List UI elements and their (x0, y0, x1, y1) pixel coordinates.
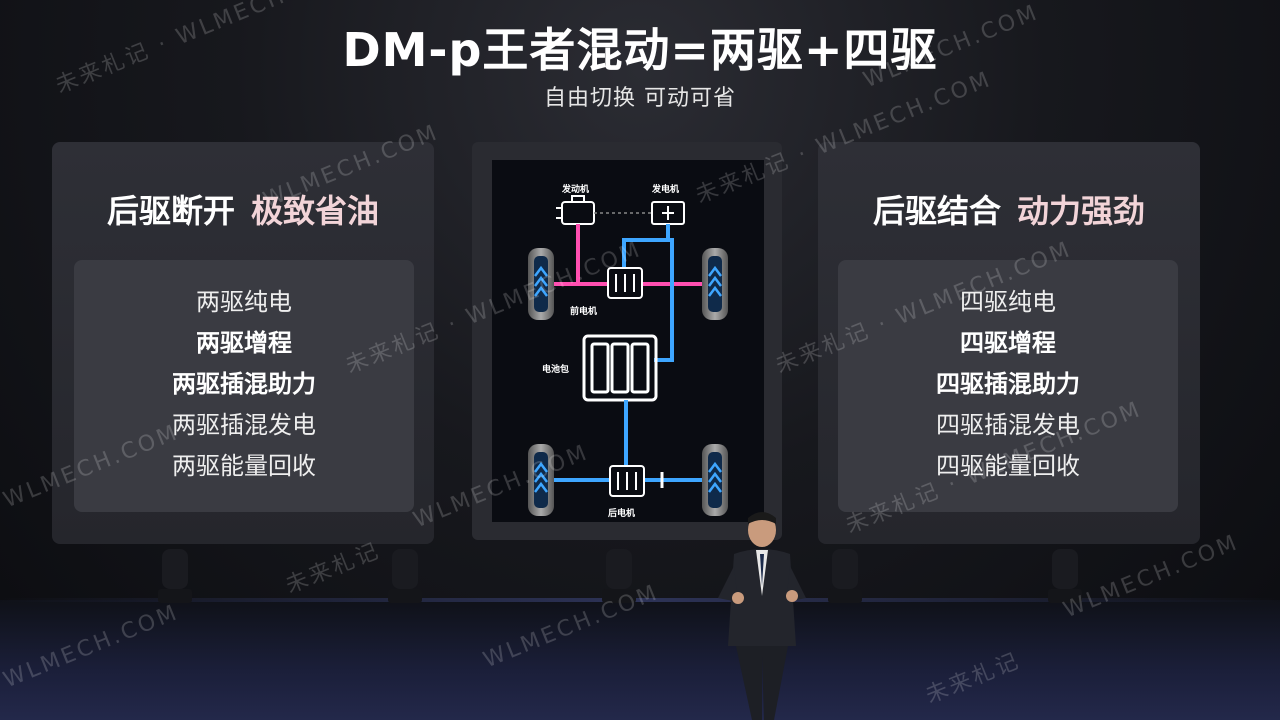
battery-pack-icon (582, 334, 658, 402)
stage-light-icon (602, 549, 636, 603)
battery-label: 电池包 (542, 363, 569, 375)
engine-label: 发动机 (561, 183, 589, 195)
presenter-figure (718, 512, 806, 720)
right-panel-heading: 后驱结合动力强劲 (818, 186, 1200, 232)
drivetrain-svg: 发动机 发电机 前电机 电池包 后电机 (528, 183, 728, 519)
mode-item: 四驱能量回收 (936, 452, 1080, 480)
slide-title: DM-p王者混动=两驱+四驱 (342, 23, 938, 77)
drivetrain-diagram: 发动机 发电机 前电机 电池包 后电机 (492, 160, 764, 522)
stage-floor-edge (0, 598, 1280, 602)
mode-item: 四驱增程 (960, 329, 1056, 357)
generator-icon (651, 201, 685, 225)
left-heading-part-b: 极致省油 (251, 192, 380, 230)
mode-item: 四驱插混发电 (936, 411, 1080, 439)
right-mode-box: 四驱纯电 四驱增程 四驱插混助力 四驱插混发电 四驱能量回收 (838, 260, 1178, 512)
generator-flow (622, 224, 670, 270)
left-panel-heading: 后驱断开极致省油 (52, 186, 434, 232)
battery-to-generator-flow (654, 224, 674, 362)
right-heading-part-b: 动力强劲 (1017, 192, 1146, 230)
rear-left-wheel (528, 444, 554, 516)
mode-item: 两驱增程 (196, 329, 292, 357)
mode-item: 四驱插混助力 (936, 370, 1080, 398)
mode-item: 两驱插混发电 (172, 411, 316, 439)
front-motor-icon (607, 267, 643, 299)
slide-subtitle: 自由切换 可动可省 (544, 86, 736, 111)
stage-light-icon (158, 549, 192, 603)
mode-item: 两驱插混助力 (172, 370, 316, 398)
center-panel: 发动机 发电机 前电机 电池包 后电机 (472, 142, 782, 540)
front-motor-label: 前电机 (570, 305, 597, 317)
engine-icon (556, 195, 595, 225)
generator-label: 发电机 (651, 183, 679, 195)
rear-right-wheel (702, 444, 728, 516)
mode-item: 两驱纯电 (196, 288, 292, 316)
mode-item: 两驱能量回收 (172, 452, 316, 480)
stage-light-icon (828, 549, 862, 603)
left-panel: 后驱断开极致省油 两驱纯电 两驱增程 两驱插混助力 两驱插混发电 两驱能量回收 (52, 142, 434, 544)
left-heading-part-a: 后驱断开 (106, 192, 235, 230)
right-heading-part-a: 后驱结合 (872, 192, 1001, 230)
left-mode-box: 两驱纯电 两驱增程 两驱插混助力 两驱插混发电 两驱能量回收 (74, 260, 414, 512)
front-left-wheel (528, 248, 554, 320)
stage-floor (0, 600, 1280, 720)
left-mode-list: 两驱纯电 两驱增程 两驱插混助力 两驱插混发电 两驱能量回收 (74, 260, 414, 487)
stage-light-icon (388, 549, 422, 603)
rear-motor-icon (609, 465, 645, 497)
right-panel: 后驱结合动力强劲 四驱纯电 四驱增程 四驱插混助力 四驱插混发电 四驱能量回收 (818, 142, 1200, 544)
right-mode-list: 四驱纯电 四驱增程 四驱插混助力 四驱插混发电 四驱能量回收 (838, 260, 1178, 487)
front-right-wheel (702, 248, 728, 320)
rear-motor-label: 后电机 (608, 507, 635, 519)
stage-light-icon (1048, 549, 1082, 603)
mode-item: 四驱纯电 (960, 288, 1056, 316)
